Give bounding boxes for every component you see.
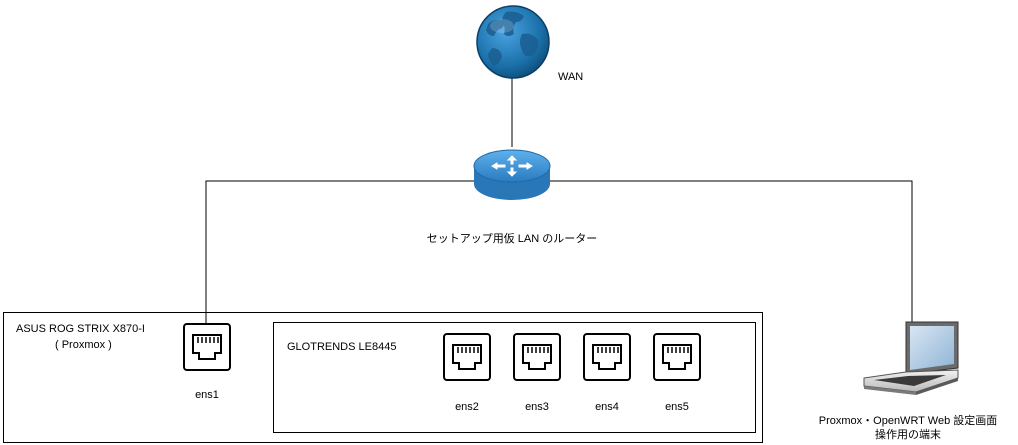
nic-port-ens2 — [443, 333, 491, 386]
server-subtitle: ( Proxmox ) — [55, 339, 112, 351]
nic-port-label: ens2 — [455, 401, 479, 413]
laptop-node — [860, 320, 960, 401]
ethernet-port-icon — [183, 323, 231, 371]
nic-port-label: ens3 — [525, 401, 549, 413]
wan-label: WAN — [558, 71, 584, 83]
laptop-label-line2: 操作用の端末 — [875, 429, 941, 441]
laptop-label-line1: Proxmox・OpenWRT Web 設定画面 — [818, 415, 998, 427]
server-name: ASUS ROG STRIX X870-I — [16, 323, 145, 335]
router-laptop-link — [550, 180, 913, 322]
server-port-label: ens1 — [195, 389, 219, 401]
nic-port-ens3 — [513, 333, 561, 386]
nic-port-ens5 — [653, 333, 701, 386]
ethernet-port-icon — [583, 333, 631, 381]
router-server-link — [205, 180, 474, 324]
ethernet-port-icon — [513, 333, 561, 381]
server-box — [3, 312, 763, 443]
nic-port-ens4 — [583, 333, 631, 386]
router-node — [472, 146, 552, 204]
ethernet-port-icon — [443, 333, 491, 381]
wan-node — [474, 4, 552, 80]
laptop-icon — [863, 321, 959, 395]
ethernet-port-icon — [653, 333, 701, 381]
server-port-ens1 — [183, 323, 231, 376]
nic-box — [273, 322, 756, 433]
nic-name: GLOTRENDS LE8445 — [287, 341, 397, 353]
globe-icon — [476, 5, 550, 79]
router-icon — [473, 149, 551, 200]
nic-port-label: ens5 — [665, 401, 689, 413]
nic-port-label: ens4 — [595, 401, 619, 413]
router-label: セットアップ用仮 LAN のルーター — [426, 233, 598, 245]
